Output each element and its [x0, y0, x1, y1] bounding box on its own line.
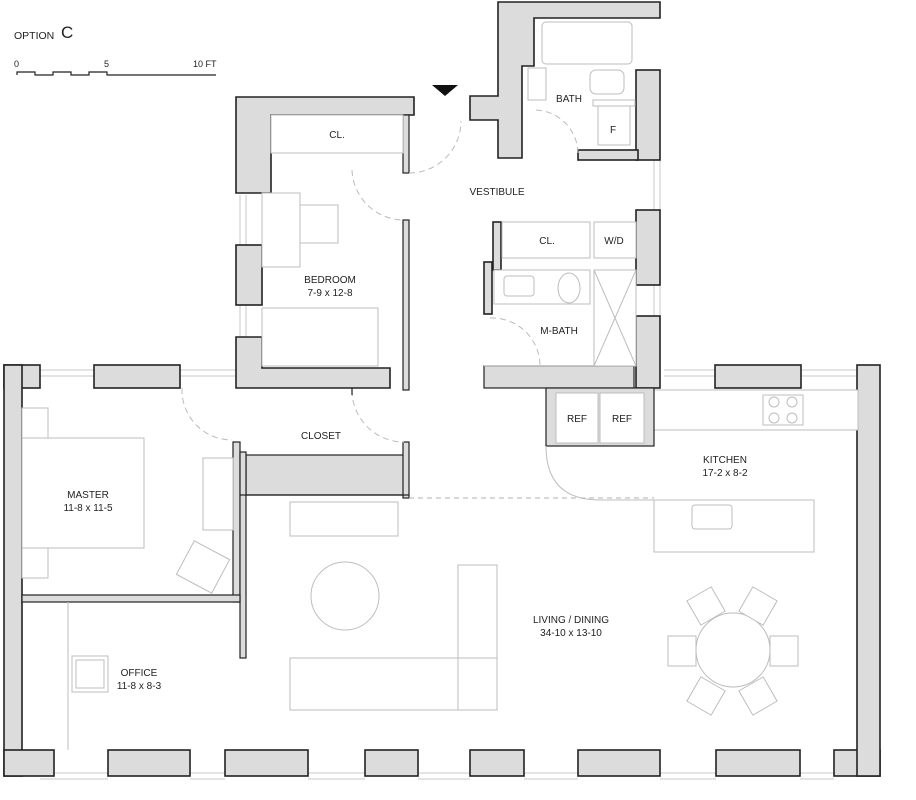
label-office: OFFICE — [121, 668, 158, 679]
label-bedroom: BEDROOM — [304, 275, 356, 286]
label-bedroom-closet: CL. — [329, 130, 345, 141]
room-labels: BATH F CL. VESTIBULE CL. W/D BEDROOM 7-9… — [63, 94, 748, 692]
office-furniture — [71, 655, 109, 693]
label-closet: CLOSET — [301, 431, 341, 442]
master-furniture — [21, 407, 234, 594]
label-ref-1: REF — [567, 414, 587, 425]
label-washer-dryer: W/D — [604, 236, 623, 247]
label-living-dining-size: 34-10 x 13-10 — [540, 628, 602, 639]
exterior-walls — [3, 364, 881, 777]
windows — [40, 100, 857, 780]
door-swings — [181, 109, 579, 443]
living-furniture — [289, 501, 799, 716]
label-kitchen-size: 17-2 x 8-2 — [702, 468, 747, 479]
label-office-size: 11-8 x 8-3 — [117, 681, 162, 692]
label-vestibule-closet: CL. — [539, 236, 555, 247]
label-vestibule: VESTIBULE — [469, 187, 524, 198]
scale-tick-10: 10 FT — [193, 59, 217, 69]
scale-line — [16, 71, 216, 76]
label-master-bath: M-BATH — [540, 326, 578, 337]
label-living-dining: LIVING / DINING — [533, 615, 609, 626]
label-ref-2: REF — [612, 414, 632, 425]
label-bath: BATH — [556, 94, 582, 105]
scale-tick-5: 5 — [104, 59, 109, 69]
label-kitchen: KITCHEN — [703, 455, 747, 466]
label-bath-fixture: F — [610, 125, 616, 136]
bath-walls — [469, 1, 661, 161]
interior-walls — [21, 441, 654, 750]
scale-tick-0: 0 — [14, 59, 19, 69]
option-label: OPTION — [14, 30, 54, 42]
option-letter: C — [61, 23, 73, 42]
entry-arrow-icon — [432, 85, 458, 96]
kitchen-area — [545, 387, 859, 553]
plan-title: OPTION C — [14, 23, 73, 42]
label-master-size: 11-8 x 11-5 — [63, 503, 113, 514]
label-bedroom-size: 7-9 x 12-8 — [307, 288, 352, 299]
scale-bar: 0 5 10 FT — [14, 59, 217, 76]
bedroom-walls — [235, 96, 415, 391]
mbath-walls — [483, 209, 661, 389]
label-master: MASTER — [67, 490, 109, 501]
